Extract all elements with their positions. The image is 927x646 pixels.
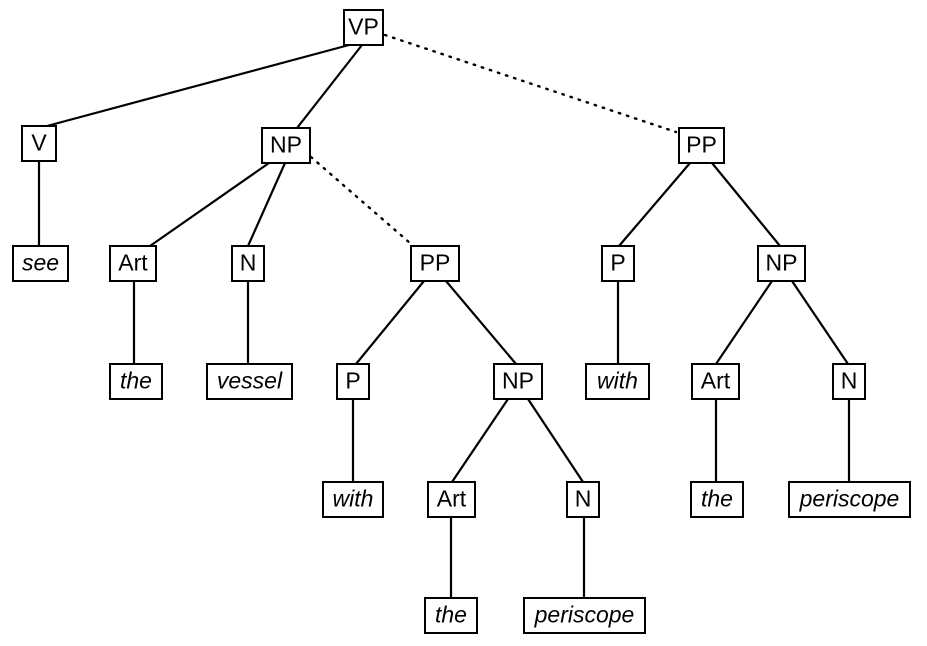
tree-node-vessel: vessel <box>206 363 293 400</box>
tree-node-the_m: the <box>424 597 478 634</box>
node-label-art1: Art <box>118 250 148 276</box>
tree-node-art_m: Art <box>427 481 476 518</box>
node-label-p_right: P <box>610 250 625 276</box>
tree-edge-vp-to-np1 <box>296 44 363 129</box>
node-label-pp_mid: PP <box>420 250 451 276</box>
node-box-with_m <box>322 481 384 518</box>
tree-node-with_m: with <box>322 481 384 518</box>
tree-node-p_mid: P <box>336 363 370 400</box>
tree-edge-np1-to-n1 <box>246 162 287 247</box>
tree-node-see: see <box>12 245 69 282</box>
node-label-the_m: the <box>435 602 467 628</box>
tree-edge-np1-to-pp_mid <box>309 155 412 245</box>
node-label-the_r: the <box>701 486 733 512</box>
tree-node-vp: VP <box>343 9 384 46</box>
tree-node-pp_right: PP <box>678 127 725 164</box>
node-box-art1 <box>109 245 157 282</box>
tree-edge-pp_right-to-np_right <box>711 162 781 247</box>
node-box-with_r <box>585 363 650 400</box>
node-box-the_m <box>424 597 478 634</box>
node-label-n_m: N <box>575 486 592 512</box>
node-label-np1: NP <box>270 132 302 158</box>
node-box-v <box>21 125 57 162</box>
node-label-vp: VP <box>348 14 379 40</box>
node-box-n_m <box>566 481 600 518</box>
node-box-the1 <box>109 363 163 400</box>
node-box-perisc_r <box>788 481 911 518</box>
tree-node-n1: N <box>231 245 265 282</box>
node-label-np_mid: NP <box>502 368 534 394</box>
tree-edge-pp_right-to-p_right <box>618 162 691 247</box>
tree-node-art_r: Art <box>691 363 740 400</box>
tree-node-v: V <box>21 125 57 162</box>
node-box-pp_mid <box>410 245 460 282</box>
node-label-n_r: N <box>841 368 858 394</box>
node-box-vessel <box>206 363 293 400</box>
tree-node-the_r: the <box>690 481 744 518</box>
node-label-vessel: vessel <box>217 368 283 394</box>
node-label-v: V <box>31 130 47 156</box>
tree-node-the1: the <box>109 363 163 400</box>
edge-layer <box>37 33 851 598</box>
node-box-the_r <box>690 481 744 518</box>
node-box-see <box>12 245 69 282</box>
node-box-art_r <box>691 363 740 400</box>
tree-node-pp_mid: PP <box>410 245 460 282</box>
node-box-n_r <box>832 363 866 400</box>
node-box-np_mid <box>493 363 543 400</box>
node-label-p_mid: P <box>345 368 360 394</box>
node-label-pp_right: PP <box>686 132 717 158</box>
tree-node-art1: Art <box>109 245 157 282</box>
tree-node-n_m: N <box>566 481 600 518</box>
node-box-p_right <box>601 245 635 282</box>
node-box-art_m <box>427 481 476 518</box>
node-label-see: see <box>22 250 59 276</box>
node-label-with_m: with <box>333 486 374 512</box>
tree-node-perisc_r: periscope <box>788 481 911 518</box>
tree-edge-np_mid-to-art_m <box>451 398 509 483</box>
tree-node-perisc_m: periscope <box>523 597 646 634</box>
tree-node-np_mid: NP <box>493 363 543 400</box>
node-box-np_right <box>757 245 806 282</box>
node-label-np_right: NP <box>766 250 798 276</box>
node-label-n1: N <box>240 250 257 276</box>
tree-node-p_right: P <box>601 245 635 282</box>
tree-edge-pp_mid-to-p_mid <box>355 280 425 365</box>
tree-edge-vp-to-pp_right <box>383 33 678 134</box>
node-label-the1: the <box>120 368 152 394</box>
tree-edge-np_mid-to-n_m <box>527 398 584 483</box>
tree-edge-pp_mid-to-np_mid <box>445 280 517 365</box>
node-label-perisc_r: periscope <box>799 486 900 512</box>
tree-node-with_r: with <box>585 363 650 400</box>
node-box-n1 <box>231 245 265 282</box>
tree-node-n_r: N <box>832 363 866 400</box>
node-box-vp <box>343 9 384 46</box>
tree-edge-np1-to-art1 <box>149 162 270 247</box>
tree-edge-np_right-to-art_r <box>715 280 773 365</box>
node-box-perisc_m <box>523 597 646 634</box>
node-box-pp_right <box>678 127 725 164</box>
tree-edge-vp-to-v <box>46 43 350 128</box>
node-label-art_r: Art <box>701 368 731 394</box>
tree-node-np_right: NP <box>757 245 806 282</box>
node-label-art_m: Art <box>437 486 467 512</box>
node-box-np1 <box>261 127 311 164</box>
node-label-with_r: with <box>597 368 638 394</box>
node-box-p_mid <box>336 363 370 400</box>
tree-edge-np_right-to-n_r <box>791 280 849 365</box>
tree-node-np1: NP <box>261 127 311 164</box>
node-label-perisc_m: periscope <box>534 602 635 628</box>
